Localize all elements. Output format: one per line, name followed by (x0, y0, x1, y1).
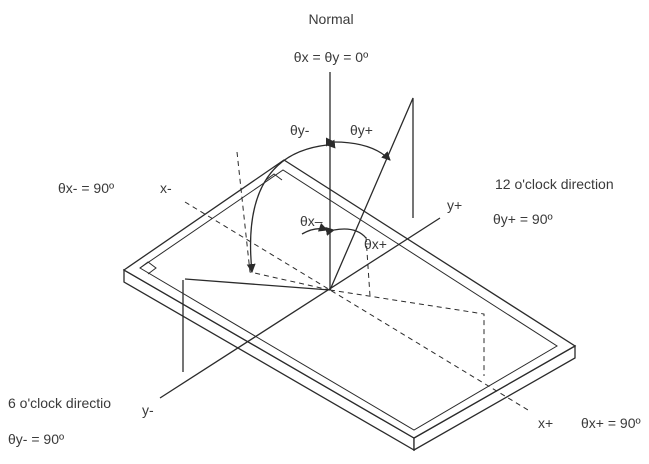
arc-theta-x-plus (325, 227, 367, 239)
x-minus-axis-label: x- (160, 180, 172, 196)
angle-arcs (246, 137, 391, 273)
x-plus-projection (329, 289, 485, 376)
x-axis-dashed (184, 201, 529, 411)
arc-theta-x-minus (301, 223, 328, 235)
theta-y-minus-90-label: θy- = 90º (8, 431, 64, 447)
x-plus-axis-label: x+ (538, 415, 553, 431)
y-minus-axis-label: y- (142, 402, 154, 418)
arc-theta-y-plus (325, 137, 391, 161)
labels: Normal θx = θy = 0º θy- θy+ x- θx- = 90º… (8, 11, 641, 447)
y-axis-line (159, 217, 441, 399)
theta-x-plus-drop (365, 236, 371, 297)
theta-x-plus-90-label: θx+ = 90º (581, 415, 641, 431)
theta-x-minus-90-label: θx- = 90º (58, 180, 114, 196)
six-oclock-label: 6 o'clock directio (8, 395, 111, 411)
normal-label: Normal (308, 11, 353, 27)
theta-y-plus-90-label: θy+ = 90º (493, 211, 553, 227)
theta-y-minus-label: θy- (290, 122, 310, 138)
y-minus-ray (184, 278, 331, 291)
panel-axes (159, 201, 529, 411)
arc-theta-y-minus (246, 139, 336, 273)
y-plus-axis-label: y+ (447, 197, 462, 213)
lcd-panel (122, 159, 577, 452)
theta-x-minus-label: θx– (300, 213, 323, 229)
panel-inner-bezel (139, 169, 558, 431)
y-plus-ray (329, 97, 414, 291)
twelve-oclock-label: 12 o'clock direction (495, 176, 614, 192)
corner-mark-left (139, 261, 157, 275)
panel-top-face (122, 159, 577, 439)
normal-angle-label: θx = θy = 0º (294, 49, 368, 65)
theta-y-plus-label: θy+ (350, 122, 373, 138)
theta-x-plus-label: θx+ (364, 236, 387, 252)
